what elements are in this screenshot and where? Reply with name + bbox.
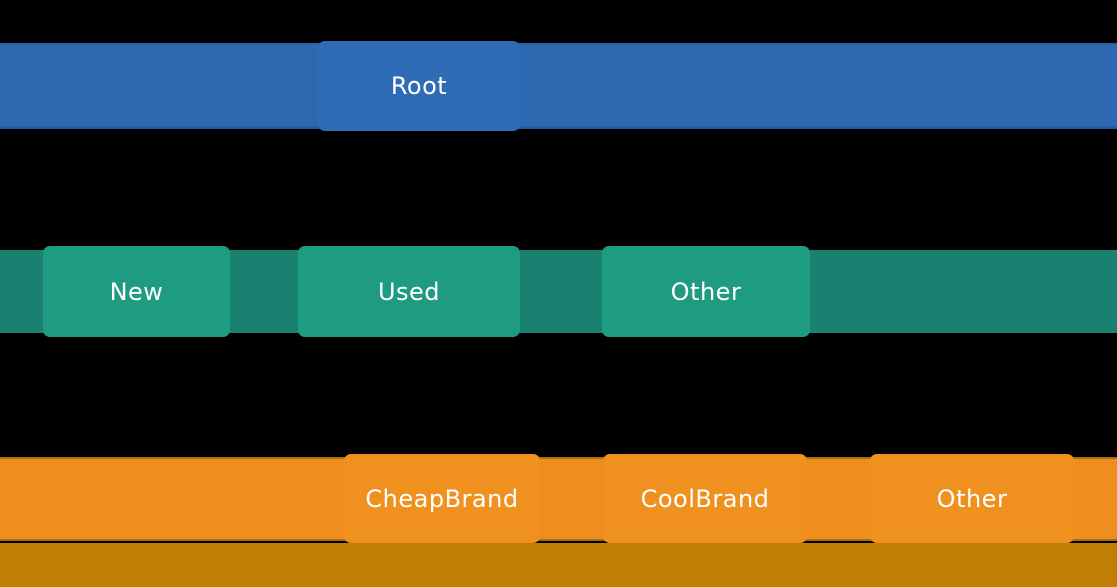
node-new-label: New bbox=[109, 277, 164, 306]
level0-bar bbox=[0, 43, 1117, 129]
node-coolbrand[interactable]: CoolBrand bbox=[603, 454, 807, 543]
node-other-level1-label: Other bbox=[670, 277, 742, 306]
node-other-level1[interactable]: Other bbox=[602, 246, 810, 337]
node-new[interactable]: New bbox=[43, 246, 230, 337]
node-other-level2[interactable]: Other bbox=[870, 454, 1074, 543]
node-coolbrand-label: CoolBrand bbox=[640, 484, 770, 513]
node-root-label: Root bbox=[390, 72, 448, 100]
node-used-label: Used bbox=[377, 277, 441, 306]
node-other-level2-label: Other bbox=[936, 484, 1008, 513]
node-cheapbrand-label: CheapBrand bbox=[365, 484, 519, 513]
node-used[interactable]: Used bbox=[298, 246, 520, 337]
node-root[interactable]: Root bbox=[318, 41, 520, 131]
node-cheapbrand[interactable]: CheapBrand bbox=[344, 454, 540, 543]
level3-overflow-band bbox=[0, 543, 1117, 587]
